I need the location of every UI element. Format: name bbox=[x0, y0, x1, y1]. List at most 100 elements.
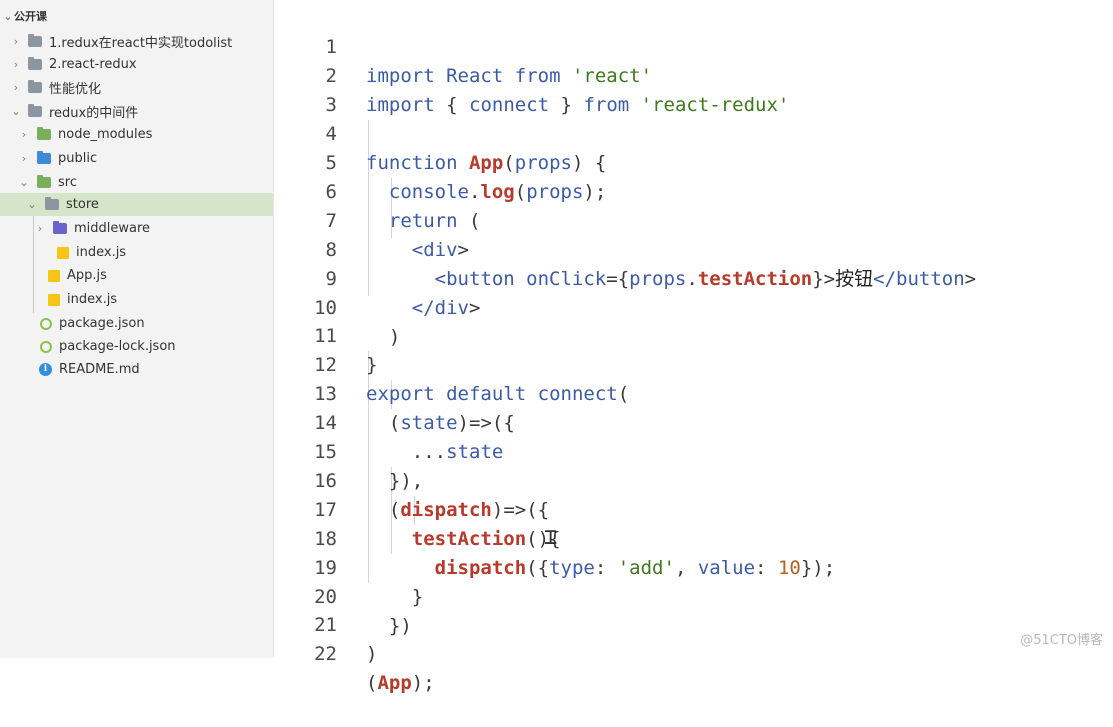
folder-open-icon bbox=[45, 197, 59, 210]
line-number: 18 bbox=[314, 528, 337, 550]
js-file-icon bbox=[57, 246, 69, 259]
tree-item-label: index.js bbox=[76, 245, 127, 260]
line-number: 19 bbox=[314, 557, 337, 579]
code-line[interactable]: 17 testAction(){ bbox=[274, 467, 1113, 550]
line-number: 22 bbox=[314, 643, 337, 665]
tree-item-label: 性能优化 bbox=[49, 82, 102, 97]
code-line[interactable]: 9 </div> bbox=[274, 236, 1113, 319]
tree-item-src-index-js[interactable]: index.js bbox=[0, 288, 273, 311]
code-line[interactable]: 16 (dispatch)=>({ bbox=[274, 438, 1113, 521]
tree-item-label: README.md bbox=[59, 362, 140, 377]
code-line-text: </div> bbox=[411, 297, 481, 319]
line-number: 21 bbox=[314, 614, 337, 636]
indent-guide bbox=[414, 496, 415, 525]
tree-item-package-json[interactable]: package.json bbox=[0, 312, 273, 335]
folder-open-icon bbox=[28, 104, 42, 117]
indent-guide bbox=[368, 120, 369, 296]
code-line-text: }), bbox=[388, 470, 424, 492]
tree-item-label: redux的中间件 bbox=[49, 106, 139, 121]
line-number: 3 bbox=[325, 94, 337, 116]
code-line[interactable]: 20 }) bbox=[274, 554, 1113, 637]
line-number: 14 bbox=[314, 412, 337, 434]
chevron-right-icon: › bbox=[21, 152, 27, 165]
tree-item-react-redux[interactable]: › 2.react-redux bbox=[0, 53, 273, 76]
code-line[interactable]: 2 import { connect } from 'react-redux' bbox=[274, 33, 1113, 116]
chevron-right-icon: › bbox=[13, 81, 19, 94]
code-line[interactable]: 5 console.log(props); bbox=[274, 120, 1113, 203]
tree-item-src[interactable]: ⌄ src bbox=[0, 171, 273, 194]
tree-item-redux-middleware[interactable]: ⌄ redux的中间件 bbox=[0, 100, 273, 123]
line-number: 5 bbox=[325, 152, 337, 174]
line-number: 16 bbox=[314, 470, 337, 492]
code-line-text: ...state bbox=[411, 441, 504, 463]
line-number: 4 bbox=[325, 123, 337, 145]
folder-icon bbox=[28, 34, 42, 47]
chevron-right-icon: › bbox=[13, 58, 19, 71]
code-line[interactable]: 1 import React from 'react' bbox=[274, 4, 1113, 87]
tree-item-label: package.json bbox=[59, 316, 145, 331]
code-line[interactable]: 15 }), bbox=[274, 409, 1113, 492]
line-number: 9 bbox=[325, 268, 337, 290]
code-editor[interactable]: 1 import React from 'react' 2 import { c… bbox=[274, 0, 1113, 694]
code-line-text: testAction(){ bbox=[411, 528, 561, 550]
code-line[interactable]: 10 ) bbox=[274, 265, 1113, 348]
code-line-text: } bbox=[366, 354, 378, 376]
code-line-text: function App(props) { bbox=[366, 152, 607, 174]
tree-item-label: middleware bbox=[74, 221, 151, 236]
tree-item-store-index-js[interactable]: index.js bbox=[0, 241, 273, 264]
json-file-icon bbox=[40, 317, 52, 330]
indent-guide bbox=[33, 193, 34, 313]
tree-item-label: src bbox=[58, 175, 77, 190]
info-file-icon: i bbox=[39, 363, 52, 376]
code-line[interactable]: 14 ...state bbox=[274, 380, 1113, 463]
line-number: 10 bbox=[314, 297, 337, 319]
code-line[interactable]: 19 } bbox=[274, 525, 1113, 608]
code-line-text: <div> bbox=[411, 239, 469, 261]
tree-item-node-modules[interactable]: › node_modules bbox=[0, 123, 273, 146]
chevron-down-icon: ⌄ bbox=[27, 198, 37, 211]
code-line[interactable]: 4 function App(props) { bbox=[274, 91, 1113, 174]
line-number: 2 bbox=[325, 65, 337, 87]
code-line-text: console.log(props); bbox=[388, 181, 607, 203]
code-line-text: ) bbox=[388, 326, 401, 348]
line-number: 11 bbox=[314, 325, 337, 347]
code-line-text: }) bbox=[388, 615, 412, 637]
code-line[interactable]: 22 (App); bbox=[274, 611, 1113, 694]
line-number: 8 bbox=[325, 239, 337, 261]
code-line[interactable]: 7 <div> bbox=[274, 178, 1113, 261]
code-line-text: (dispatch)=>({ bbox=[388, 499, 550, 521]
indent-guide bbox=[391, 467, 392, 554]
tree-item-store[interactable]: ⌄ store bbox=[0, 193, 273, 216]
js-file-icon bbox=[48, 269, 60, 282]
code-line[interactable]: 11 } bbox=[274, 293, 1113, 376]
tree-item-label: 公开课 bbox=[14, 10, 47, 23]
code-line[interactable]: 6 return ( bbox=[274, 149, 1113, 232]
text-cursor-icon: ⌶ bbox=[544, 525, 558, 550]
tree-item-label: index.js bbox=[67, 292, 118, 307]
code-line[interactable]: 18 dispatch({type: 'add', value: 10}); bbox=[274, 496, 1113, 579]
explorer-root-folder[interactable]: ⌄ 公开课 bbox=[0, 6, 273, 26]
code-line[interactable]: 13 (state)=>({ bbox=[274, 351, 1113, 434]
line-number: 20 bbox=[314, 586, 337, 608]
tree-item-app-js[interactable]: App.js bbox=[0, 264, 273, 287]
tree-item-middleware[interactable]: › middleware bbox=[0, 217, 273, 240]
tree-item-redux-todolist[interactable]: › 1.redux在react中实现todolist bbox=[0, 30, 273, 53]
code-line[interactable]: 3 bbox=[274, 62, 1113, 116]
tree-item-public[interactable]: › public bbox=[0, 147, 273, 170]
code-line-text: ) bbox=[366, 643, 378, 665]
tree-item-package-lock-json[interactable]: package-lock.json bbox=[0, 335, 273, 358]
tree-item-label: node_modules bbox=[58, 127, 153, 142]
code-line-text: export default connect( bbox=[366, 383, 630, 405]
tree-item-performance[interactable]: › 性能优化 bbox=[0, 76, 273, 99]
indent-guide bbox=[368, 351, 369, 583]
code-line-text: } bbox=[411, 586, 424, 608]
chevron-right-icon: › bbox=[13, 35, 19, 48]
code-line[interactable]: 12 export default connect( bbox=[274, 322, 1113, 405]
chevron-down-icon: ⌄ bbox=[19, 176, 29, 189]
code-line[interactable]: 21 ) bbox=[274, 582, 1113, 665]
code-line-text: import React from 'react' bbox=[366, 65, 653, 87]
node-modules-folder-icon bbox=[37, 127, 51, 140]
tree-item-readme[interactable]: i README.md bbox=[0, 358, 273, 381]
code-line-text: return ( bbox=[388, 210, 481, 232]
code-line[interactable]: 8 <button onClick={props.testAction}>按钮<… bbox=[274, 207, 1113, 290]
